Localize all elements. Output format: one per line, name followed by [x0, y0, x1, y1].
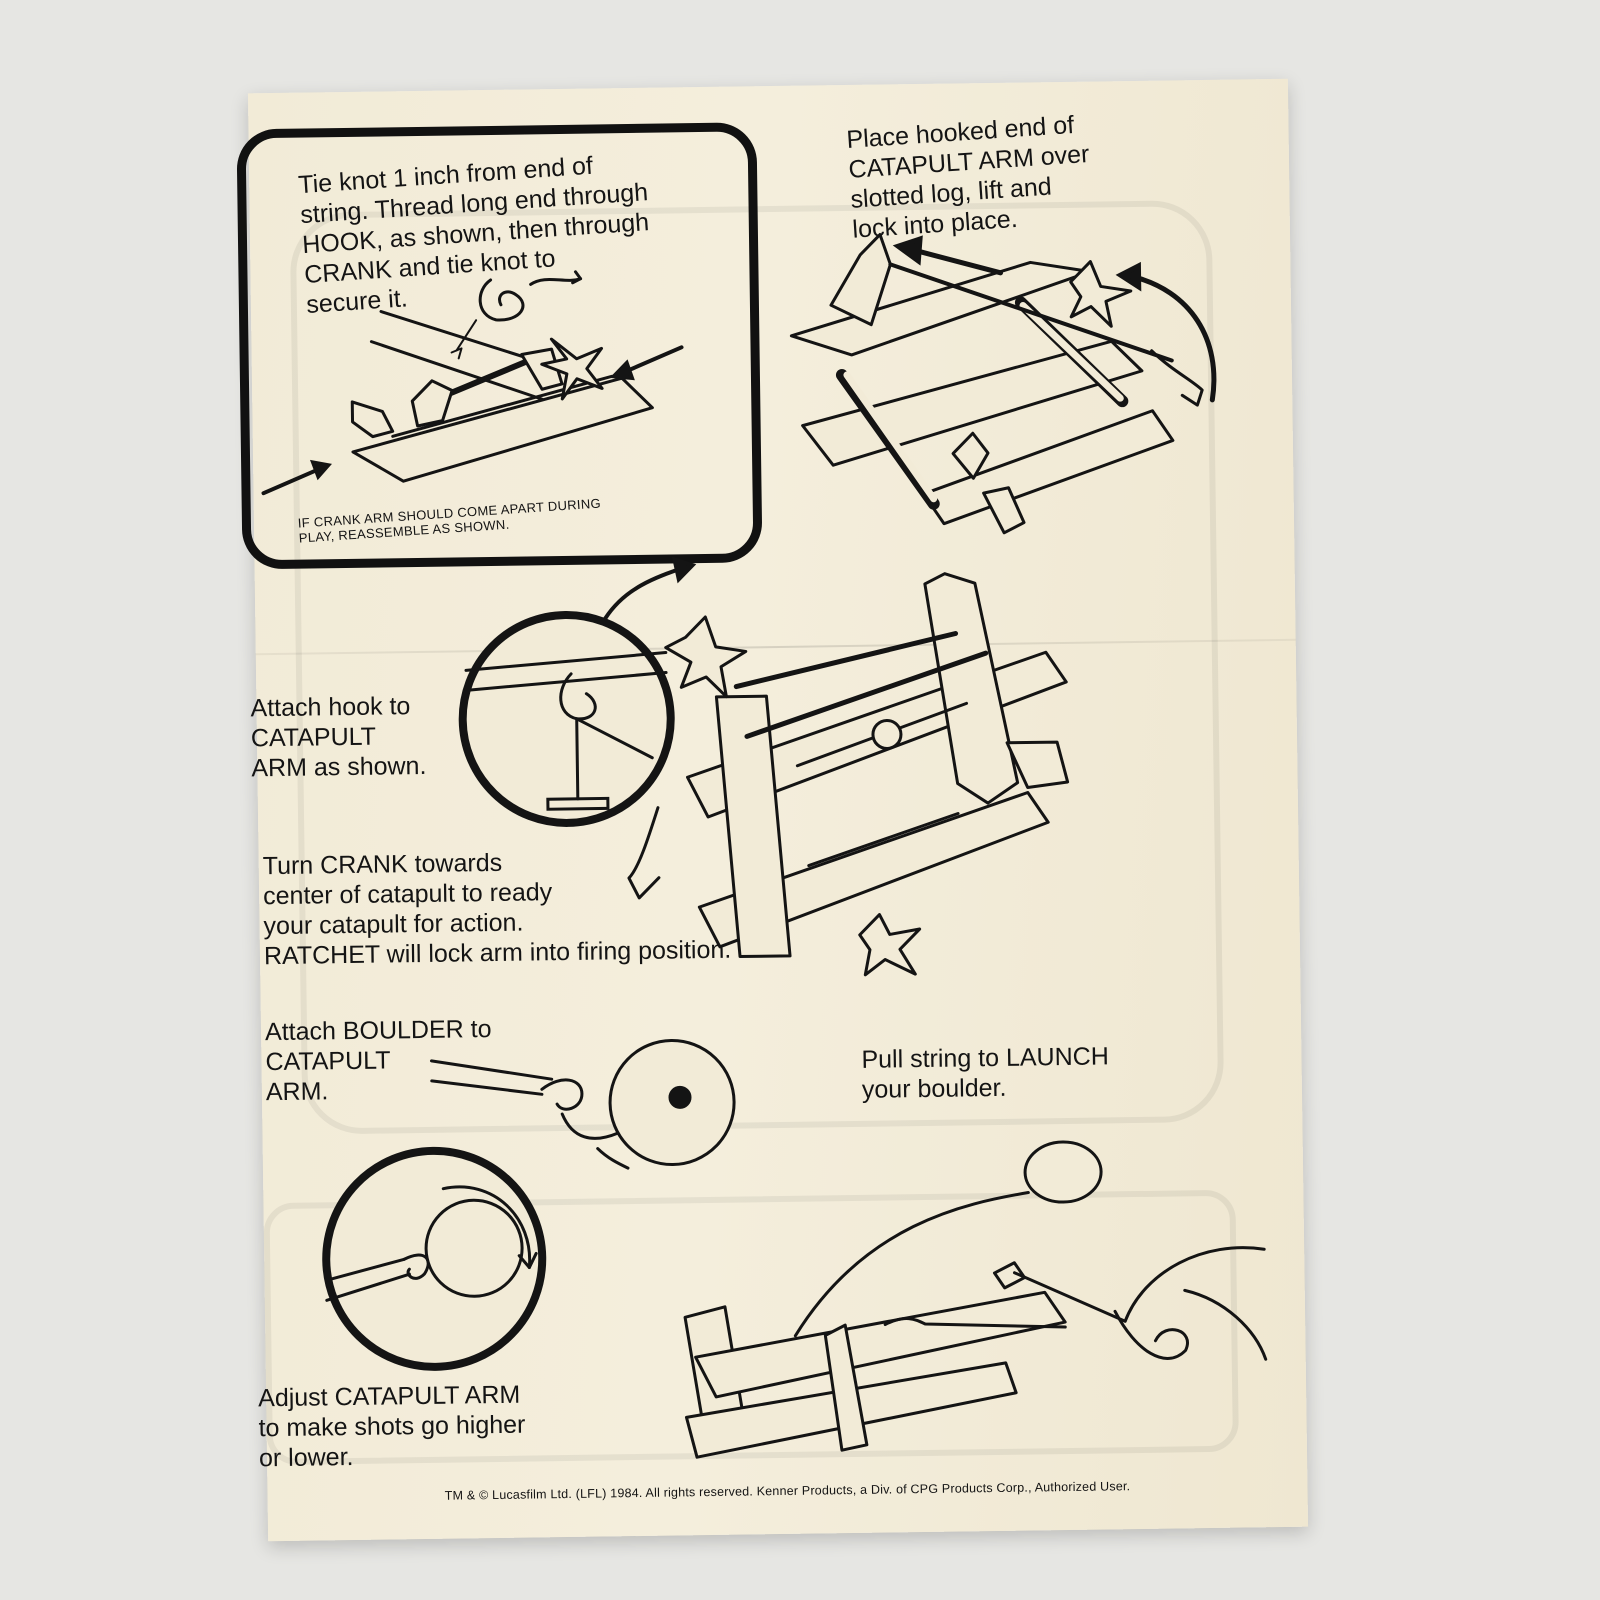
catapult-arm-illustration	[769, 189, 1254, 576]
step-pull-string-text: Pull string to LAUNCH your boulder.	[861, 1042, 1109, 1104]
instruction-sheet: Tie knot 1 inch from end of string. Thre…	[236, 78, 1309, 1542]
boulder-attach-illustration	[431, 1016, 753, 1190]
catapult-main-illustration	[625, 570, 1191, 998]
hook-detail-magnifier	[455, 607, 678, 830]
step-adjust-arm-text: Adjust CATAPULT ARM to make shots go hig…	[257, 1380, 526, 1473]
step-turn-crank-text: Turn CRANK towards center of catapult to…	[262, 848, 732, 971]
launch-illustration	[662, 1119, 1267, 1467]
adjust-arm-magnifier	[313, 1147, 556, 1370]
crank-assembly-illustration	[290, 257, 713, 493]
copyright-footer: TM & © Lucasfilm Ltd. (LFL) 1984. All ri…	[444, 1479, 1131, 1503]
step-attach-hook-text: Attach hook to CATAPULT ARM as shown.	[250, 692, 427, 783]
